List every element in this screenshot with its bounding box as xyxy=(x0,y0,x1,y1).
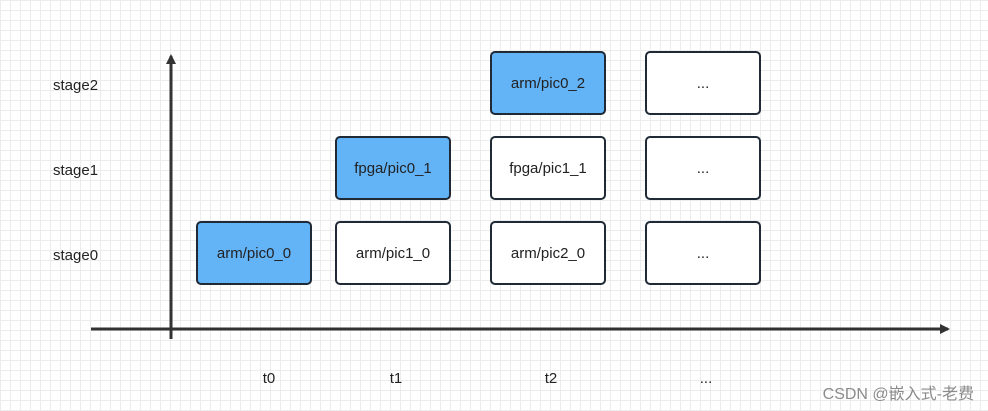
row-label-stage0: stage0 xyxy=(53,247,99,264)
cell-stage0-t2: arm/pic2_0 xyxy=(490,221,606,285)
col-label-t2: t2 xyxy=(544,370,558,387)
col-label-t0: t0 xyxy=(262,370,276,387)
col-label-ellipsis: ... xyxy=(699,370,713,387)
cell-stage0-t0: arm/pic0_0 xyxy=(196,221,312,285)
cell-stage0-more: ... xyxy=(645,221,761,285)
row-label-stage1: stage1 xyxy=(53,162,99,179)
cell-stage2-t2: arm/pic0_2 xyxy=(490,51,606,115)
row-label-stage2: stage2 xyxy=(53,77,99,94)
cell-stage1-more: ... xyxy=(645,136,761,200)
cell-stage0-t1: arm/pic1_0 xyxy=(335,221,451,285)
cell-stage1-t1: fpga/pic0_1 xyxy=(335,136,451,200)
cell-stage2-more: ... xyxy=(645,51,761,115)
watermark: CSDN @嵌入式-老费 xyxy=(822,386,974,403)
col-label-t1: t1 xyxy=(389,370,403,387)
cell-stage1-t2: fpga/pic1_1 xyxy=(490,136,606,200)
